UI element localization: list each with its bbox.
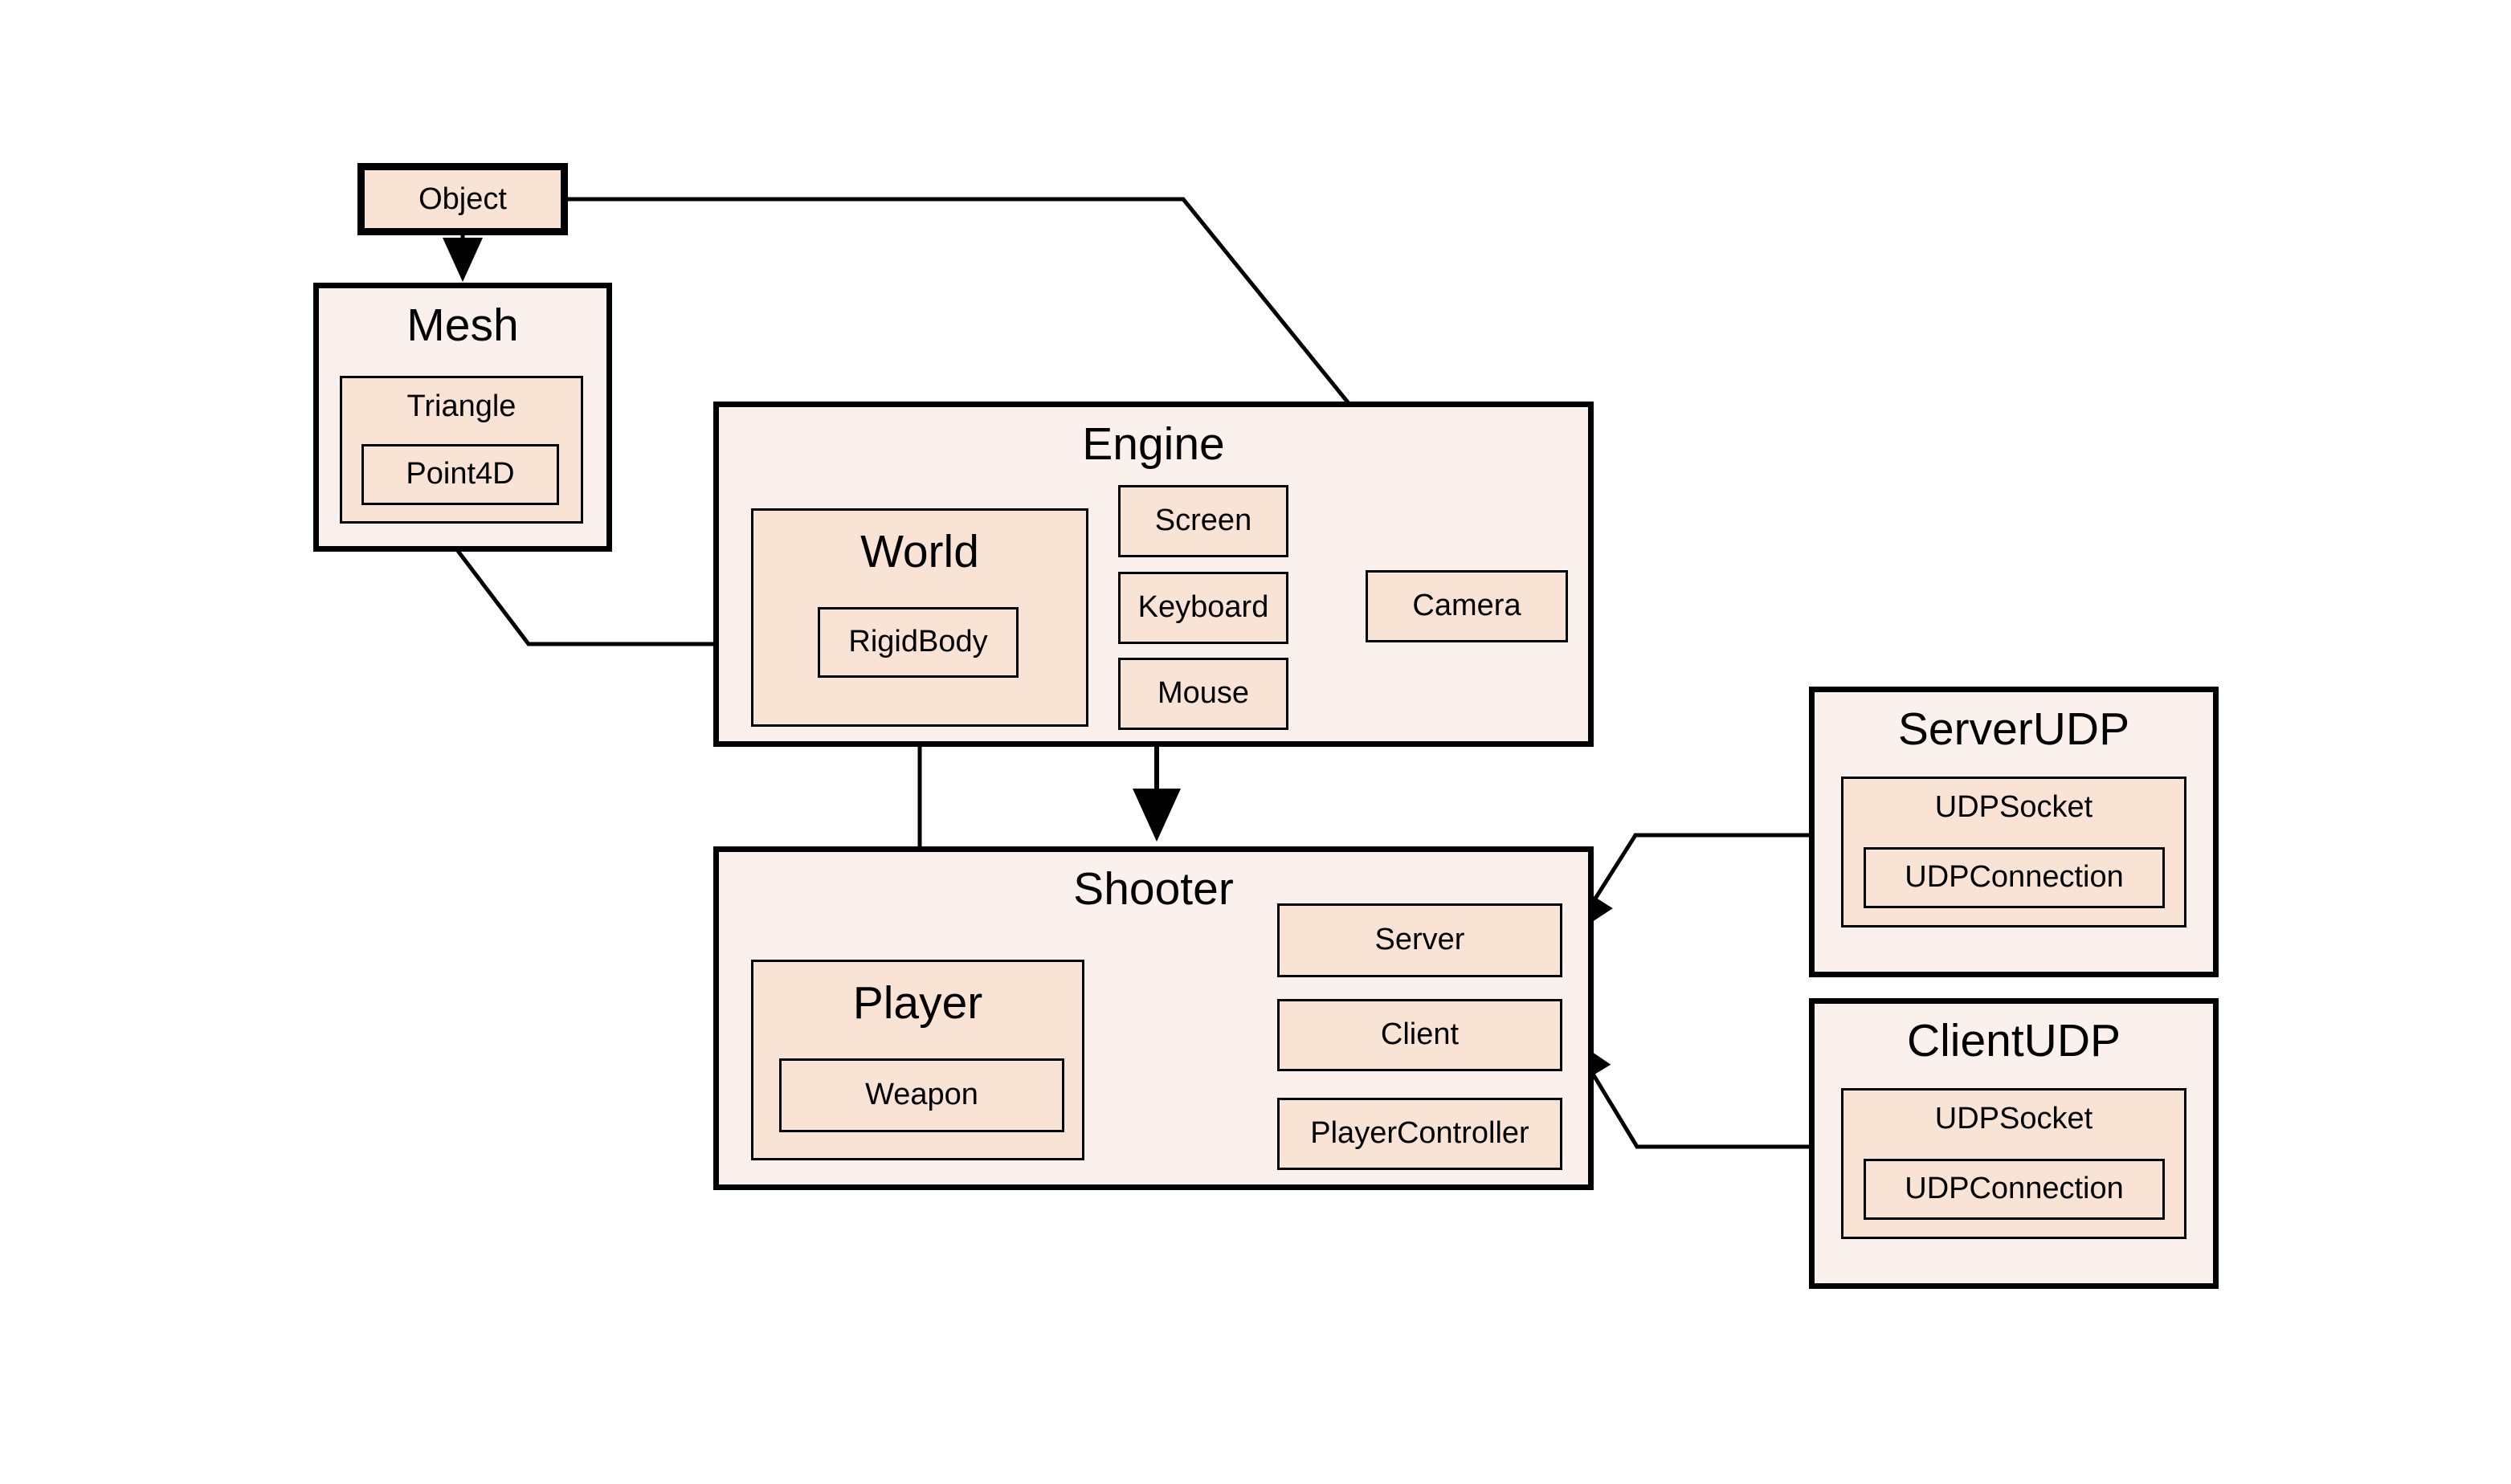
node-camera-label: Camera [1412,589,1521,623]
node-playercontroller-label: PlayerController [1310,1116,1529,1151]
node-engine-label: Engine [1082,418,1225,470]
node-mouse-label: Mouse [1157,676,1250,711]
node-client[interactable]: Client [1277,999,1562,1071]
node-rigidbody[interactable]: RigidBody [818,607,1019,678]
node-serverudp-connection[interactable]: UDPConnection [1864,847,2165,908]
node-mouse[interactable]: Mouse [1118,658,1288,730]
node-clientudp-label: ClientUDP [1906,1015,2121,1066]
node-screen-label: Screen [1154,503,1252,538]
edge-clientudp-to-client [1570,1037,1809,1149]
node-playercontroller[interactable]: PlayerController [1277,1098,1562,1170]
node-clientudp-connection-label: UDPConnection [1905,1172,2124,1206]
node-keyboard[interactable]: Keyboard [1118,572,1288,644]
node-mesh-label: Mesh [406,300,519,351]
node-object-label: Object [418,181,507,216]
node-world-label: World [860,526,979,577]
node-serverudp-label: ServerUDP [1897,703,2130,755]
node-weapon-label: Weapon [865,1078,978,1112]
node-player-label: Player [852,977,983,1029]
node-clientudp-connection[interactable]: UDPConnection [1864,1159,2165,1220]
node-point4d[interactable]: Point4D [361,444,559,505]
node-serverudp-socket-label: UDPSocket [1934,790,2093,824]
node-point4d-label: Point4D [406,457,515,491]
node-server[interactable]: Server [1277,903,1562,977]
edge-serverudp-to-server [1572,833,1809,936]
node-serverudp-connection-label: UDPConnection [1905,860,2124,895]
node-shooter-label: Shooter [1073,863,1234,915]
node-object[interactable]: Object [357,163,568,235]
node-triangle-label: Triangle [406,389,516,423]
node-weapon[interactable]: Weapon [779,1058,1064,1132]
node-screen[interactable]: Screen [1118,485,1288,557]
node-clientudp-socket-label: UDPSocket [1934,1102,2093,1135]
node-rigidbody-label: RigidBody [848,625,988,659]
node-keyboard-label: Keyboard [1137,590,1269,625]
node-camera[interactable]: Camera [1366,570,1568,642]
node-client-label: Client [1380,1017,1460,1052]
node-server-label: Server [1374,923,1465,957]
